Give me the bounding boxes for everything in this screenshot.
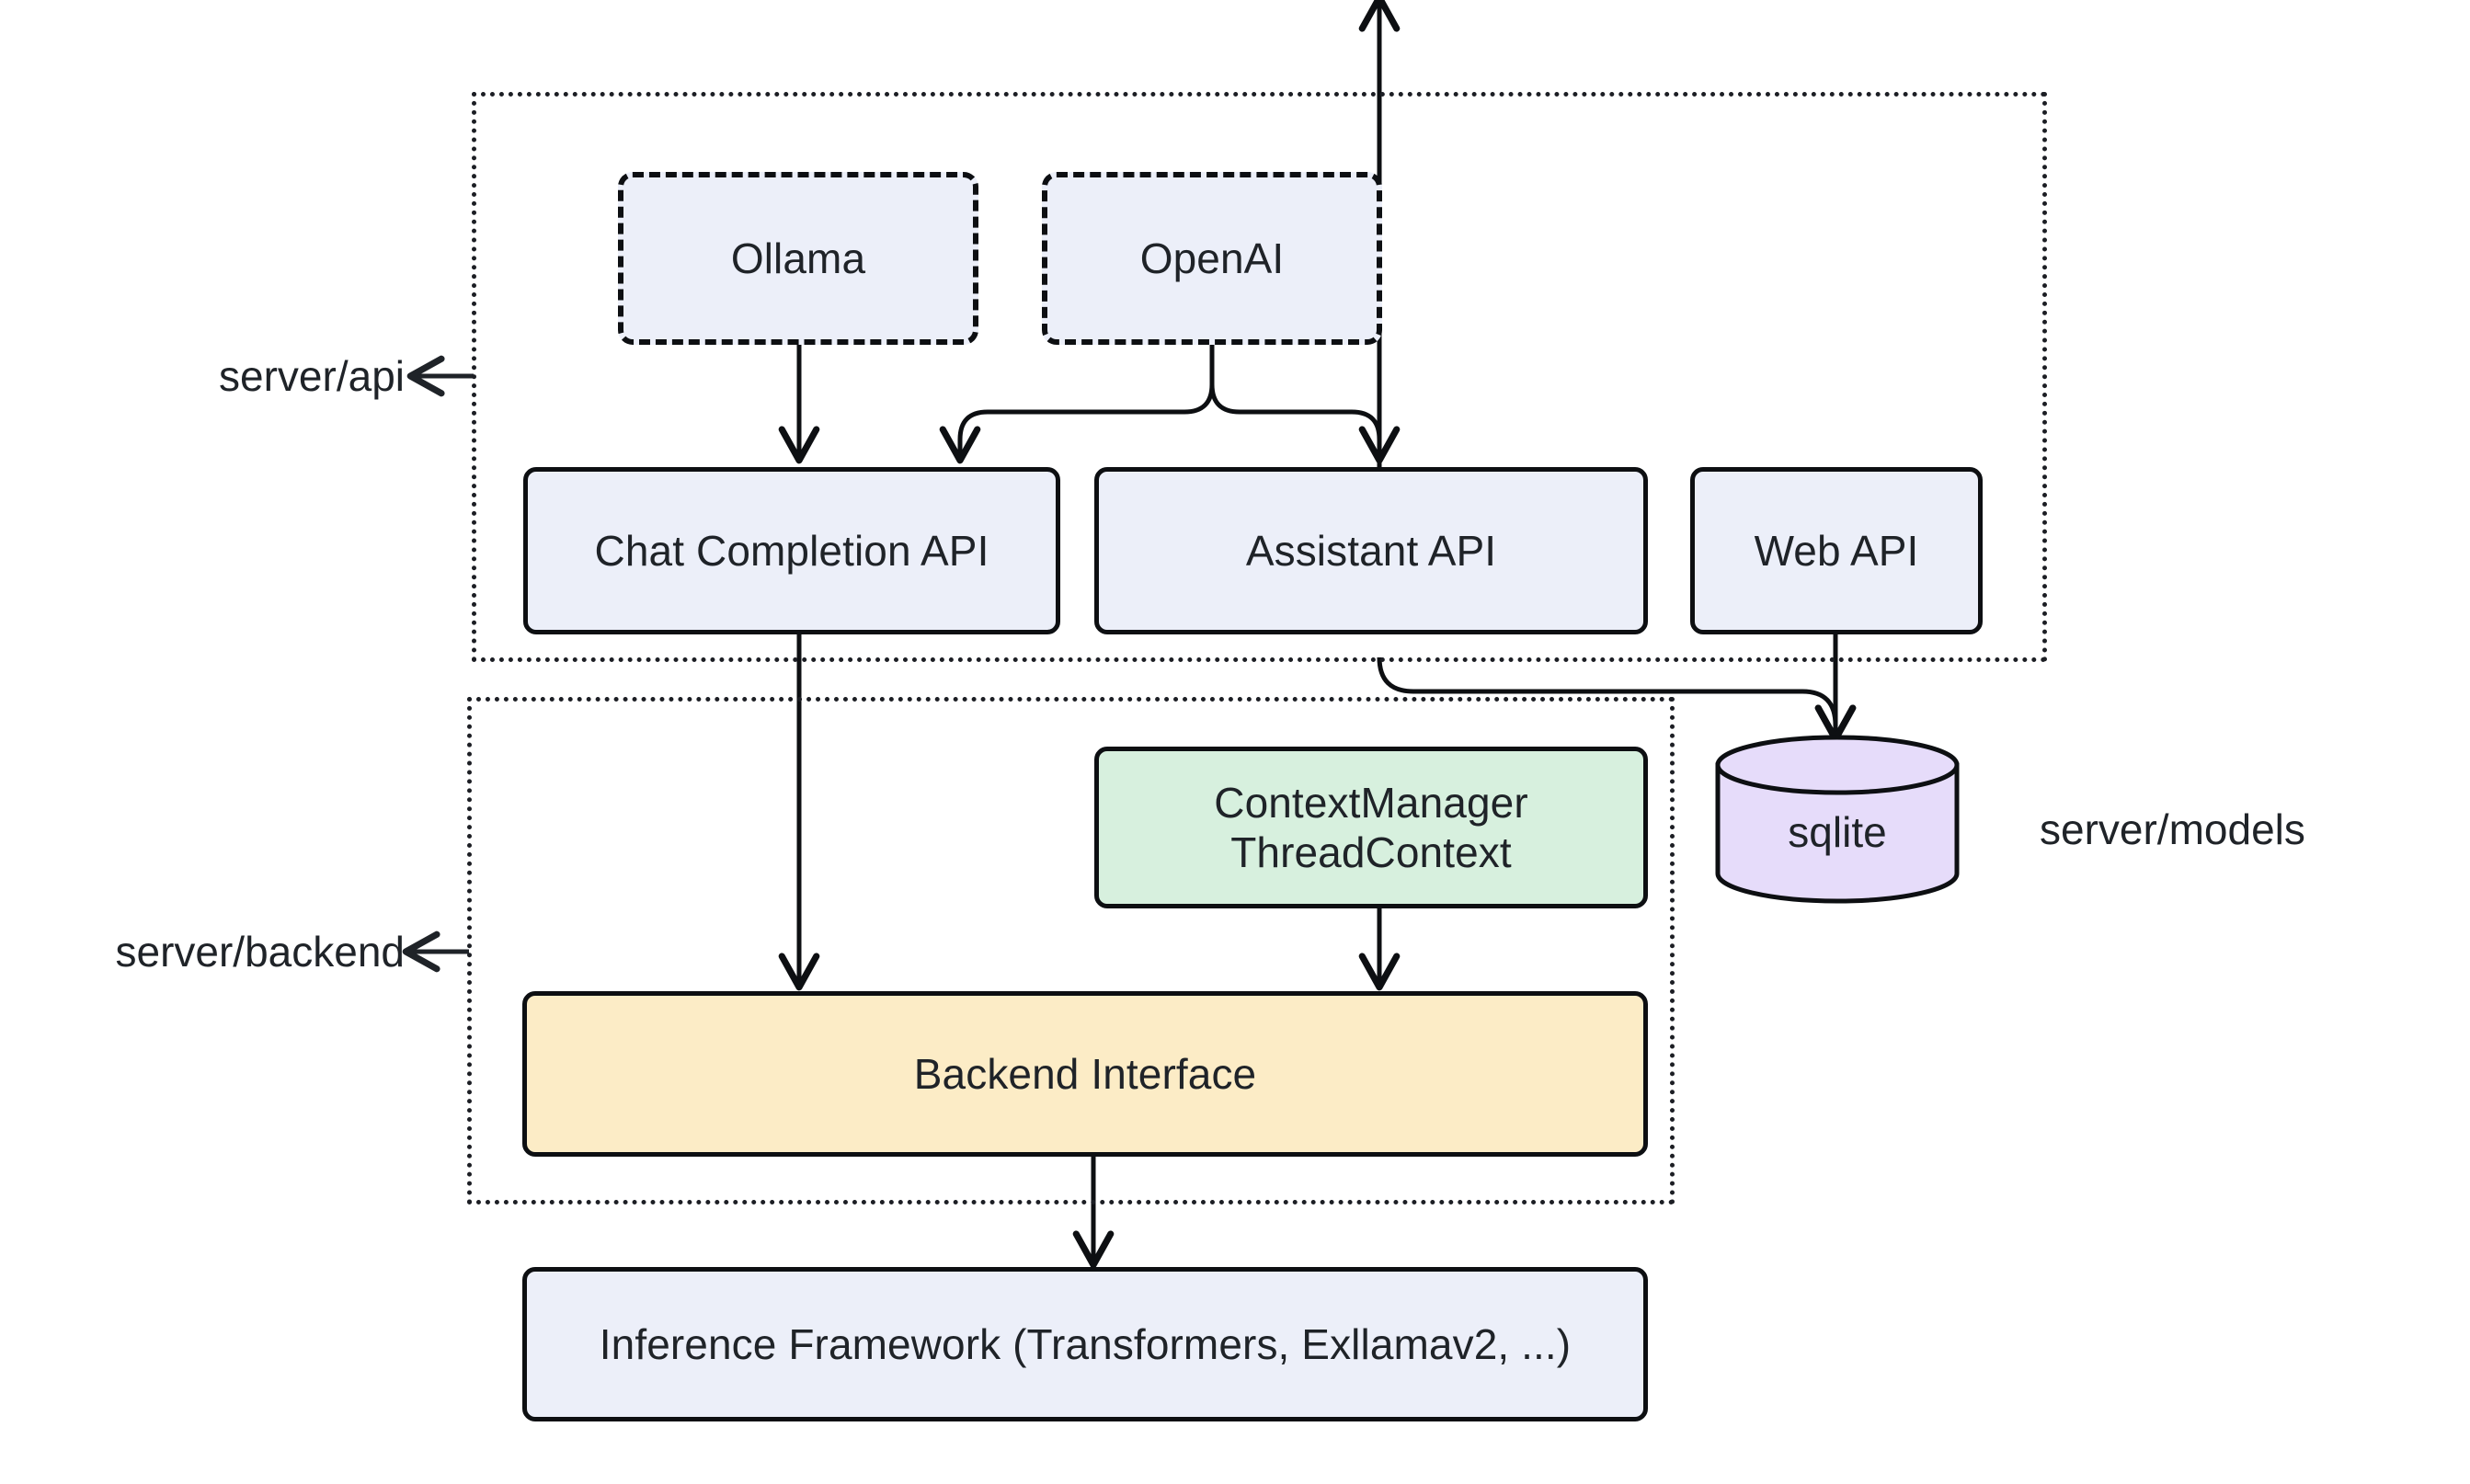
- cylinder-body: [1715, 762, 1960, 904]
- node-openai-label: OpenAI: [1139, 234, 1285, 282]
- node-backend-interface[interactable]: Backend Interface: [522, 991, 1648, 1157]
- node-openai[interactable]: OpenAI: [1042, 172, 1382, 345]
- node-context-manager-label-line1: ContextManager: [1214, 778, 1528, 827]
- cylinder-top: [1715, 735, 1960, 795]
- node-assistant-api-label: Assistant API: [1245, 526, 1497, 575]
- node-backend-interface-label: Backend Interface: [913, 1049, 1257, 1098]
- annotation-server-models-text: server/models: [2040, 805, 2305, 853]
- node-inference-framework-label: Inference Framework (Transformers, Exlla…: [599, 1319, 1572, 1368]
- annotation-label-server-models: server/models: [2040, 802, 2444, 857]
- node-ollama-label: Ollama: [730, 234, 866, 282]
- node-chat-completion-api-label: Chat Completion API: [594, 526, 989, 575]
- annotation-server-backend-text: server/backend: [115, 928, 406, 976]
- node-chat-completion-api[interactable]: Chat Completion API: [523, 467, 1060, 634]
- annotation-label-server-backend: server/backend: [37, 924, 406, 979]
- node-web-api-label: Web API: [1754, 526, 1919, 575]
- node-inference-framework[interactable]: Inference Framework (Transformers, Exlla…: [522, 1267, 1648, 1421]
- node-context-manager[interactable]: ContextManager ThreadContext: [1094, 747, 1648, 908]
- node-assistant-api[interactable]: Assistant API: [1094, 467, 1648, 634]
- node-context-manager-label-line2: ThreadContext: [1230, 828, 1512, 876]
- group-server-backend: [467, 697, 1675, 1204]
- node-web-api[interactable]: Web API: [1690, 467, 1983, 634]
- annotation-label-server-api: server/api: [92, 348, 405, 404]
- annotation-server-api-text: server/api: [219, 352, 405, 400]
- node-ollama[interactable]: Ollama: [618, 172, 978, 345]
- group-server-api: [472, 92, 2047, 662]
- node-sqlite[interactable]: [1712, 734, 1962, 905]
